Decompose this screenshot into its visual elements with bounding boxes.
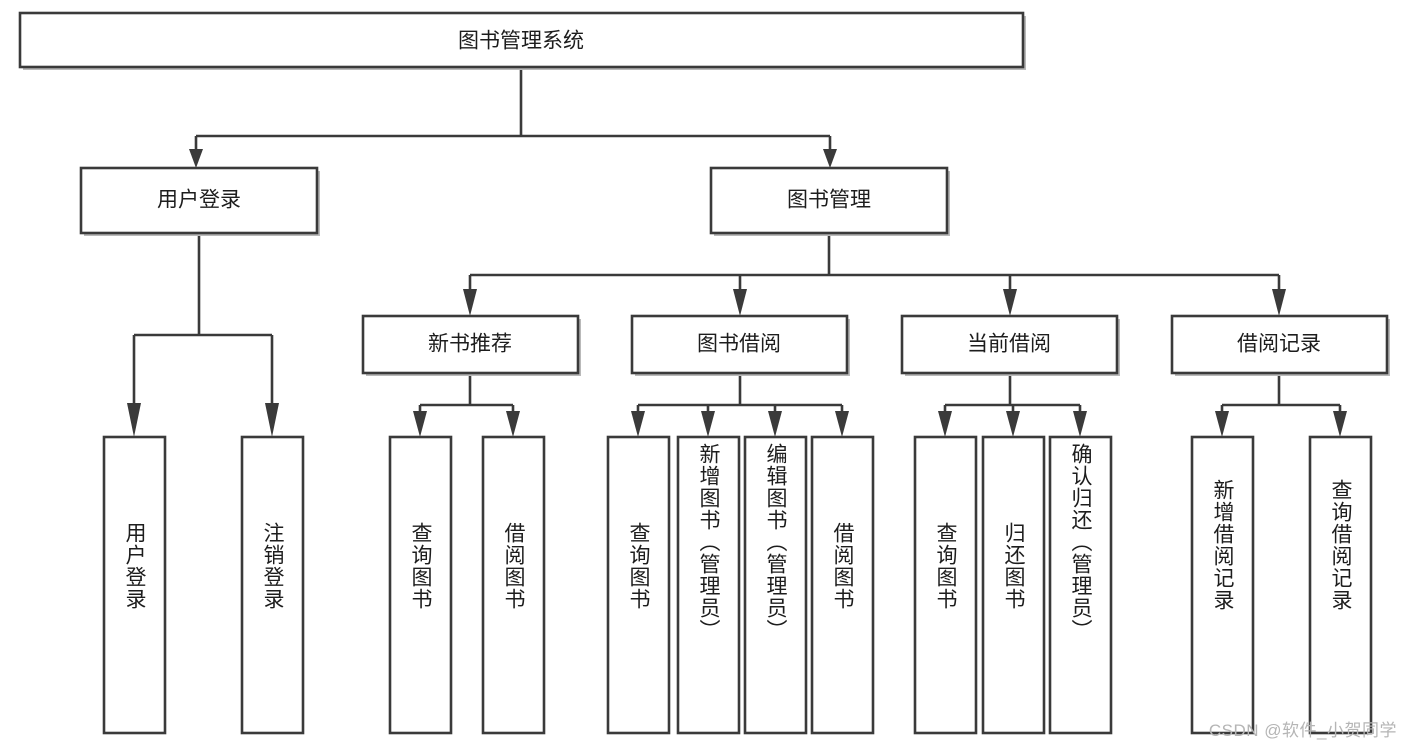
node-user-login-label: 用户登录: [157, 189, 241, 212]
arrow-to-book-borrow: [733, 289, 747, 316]
leaf-box-user-login-1[interactable]: [102, 435, 167, 735]
leaf-box-book-borrow-4[interactable]: [810, 435, 875, 735]
arrow-to-new-book-recommend: [463, 289, 477, 316]
arrow-borrow-record-leaf-2: [1333, 411, 1347, 437]
node-current-borrow[interactable]: 当前借阅: [900, 314, 1120, 376]
leaf-boxes: [102, 435, 1373, 735]
node-book-borrow-label: 图书借阅: [697, 333, 781, 356]
arrow-book-borrow-leaf-4: [835, 411, 849, 437]
arrow-current-borrow-leaf-3: [1073, 411, 1087, 437]
node-borrow-record[interactable]: 借阅记录: [1170, 314, 1390, 376]
node-root[interactable]: 图书管理系统: [18, 11, 1026, 70]
arrow-book-borrow-leaf-2: [701, 411, 715, 437]
leaf-box-book-borrow-2[interactable]: [676, 435, 741, 735]
leaf-box-book-borrow-3[interactable]: [743, 435, 808, 735]
node-book-borrow[interactable]: 图书借阅: [630, 314, 850, 376]
leaf-box-user-login-2[interactable]: [240, 435, 305, 735]
node-new-book-recommend-label: 新书推荐: [428, 333, 512, 356]
leaf-box-new-book-1[interactable]: [388, 435, 453, 735]
node-book-management-box: [709, 166, 949, 235]
node-book-borrow-box: [630, 314, 849, 375]
leaf-box-current-borrow-2[interactable]: [981, 435, 1046, 735]
node-borrow-record-box: [1170, 314, 1389, 375]
leaf-box-new-book-2[interactable]: [481, 435, 546, 735]
node-user-login-box: [79, 166, 319, 235]
arrow-current-borrow-leaf-1: [938, 411, 952, 437]
leaf-box-borrow-record-1[interactable]: [1190, 435, 1255, 735]
node-user-login[interactable]: 用户登录: [79, 166, 320, 236]
arrow-to-borrow-record: [1272, 289, 1286, 316]
arrow-book-borrow-leaf-3: [768, 411, 782, 437]
arrow-root-to-book-mgmt: [823, 149, 837, 168]
node-current-borrow-label: 当前借阅: [967, 333, 1051, 356]
node-book-management[interactable]: 图书管理: [709, 166, 950, 236]
node-root-box: [18, 11, 1025, 69]
connectors: [127, 68, 1347, 437]
arrow-user-login-leaf-1: [127, 403, 141, 437]
arrow-user-login-leaf-2: [265, 403, 279, 437]
leaf-box-current-borrow-3[interactable]: [1048, 435, 1113, 735]
leaf-box-borrow-record-2[interactable]: [1308, 435, 1373, 735]
arrow-new-book-leaf-1: [413, 411, 427, 437]
arrow-root-to-user-login: [189, 149, 203, 168]
node-current-borrow-box: [900, 314, 1119, 375]
arrow-new-book-leaf-2: [506, 411, 520, 437]
leaf-box-book-borrow-1[interactable]: [606, 435, 671, 735]
node-borrow-record-label: 借阅记录: [1237, 333, 1321, 356]
node-root-label: 图书管理系统: [458, 30, 584, 53]
arrow-book-borrow-leaf-1: [631, 411, 645, 437]
node-book-management-label: 图书管理: [787, 189, 871, 212]
node-new-book-recommend[interactable]: 新书推荐: [361, 314, 581, 376]
arrow-current-borrow-leaf-2: [1006, 411, 1020, 437]
watermark-text: CSDN @软件_小贺同学: [1208, 721, 1397, 740]
leaf-box-current-borrow-1[interactable]: [913, 435, 978, 735]
arrow-to-current-borrow: [1003, 289, 1017, 316]
arrow-borrow-record-leaf-1: [1215, 411, 1229, 437]
node-new-book-recommend-box: [361, 314, 580, 375]
